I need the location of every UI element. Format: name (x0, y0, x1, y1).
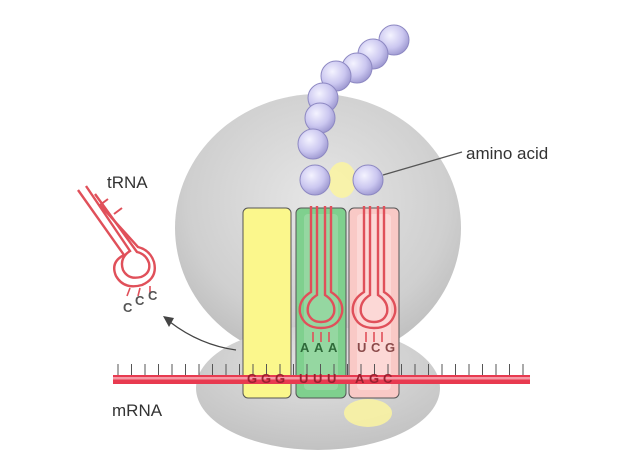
mrna-base-6: U (327, 371, 336, 386)
exit-site-glow (328, 162, 356, 198)
polypeptide-chain (297, 24, 410, 196)
trna-pink-site (351, 206, 397, 342)
pink-site-inner (357, 214, 391, 390)
green-anticodon: A A A (300, 340, 338, 355)
free-trna-base-1: C (123, 300, 133, 315)
mrna-base-2: G (261, 371, 271, 386)
free-trna-base-2: C (135, 293, 145, 308)
mrna-base-5: U (313, 371, 322, 386)
trna-green-site (298, 206, 344, 342)
amino-acid-pointer (382, 151, 463, 176)
amino-acid-bead (297, 128, 329, 160)
amino-acid-label: amino acid (466, 144, 548, 163)
mrna-base-9: C (383, 371, 393, 386)
trna-label: tRNA (107, 173, 148, 192)
mrna-codons: G G G U U U A G C (247, 371, 393, 386)
mrna-base-3: G (275, 371, 285, 386)
green-anticodon-base-1: A (300, 340, 310, 355)
green-anticodon-base-2: A (314, 340, 324, 355)
mrna-base-1: G (247, 371, 257, 386)
lower-site-glow (344, 399, 392, 427)
curved-arrow-icon (163, 316, 237, 351)
pink-anticodon: U C G (357, 340, 395, 355)
mrna-base-4: U (299, 371, 308, 386)
mrna-label: mRNA (112, 401, 163, 420)
pink-anticodon-base-3: G (385, 340, 395, 355)
amino-acid-bead (299, 164, 331, 196)
green-anticodon-base-3: A (328, 340, 338, 355)
free-trna (77, 185, 156, 297)
mrna-strand (113, 364, 530, 384)
green-site-inner (304, 214, 338, 390)
amino-acid-bead (304, 102, 336, 134)
mrna-base-8: G (369, 371, 379, 386)
pink-anticodon-base-2: C (371, 340, 381, 355)
pink-anticodon-base-1: U (357, 340, 366, 355)
yellow-site (242, 207, 292, 399)
free-trna-base-3: C (148, 288, 158, 303)
mrna-base-7: A (355, 371, 365, 386)
free-trna-anticodon: C C C (123, 288, 158, 315)
amino-acid-bead-incoming (352, 164, 384, 196)
